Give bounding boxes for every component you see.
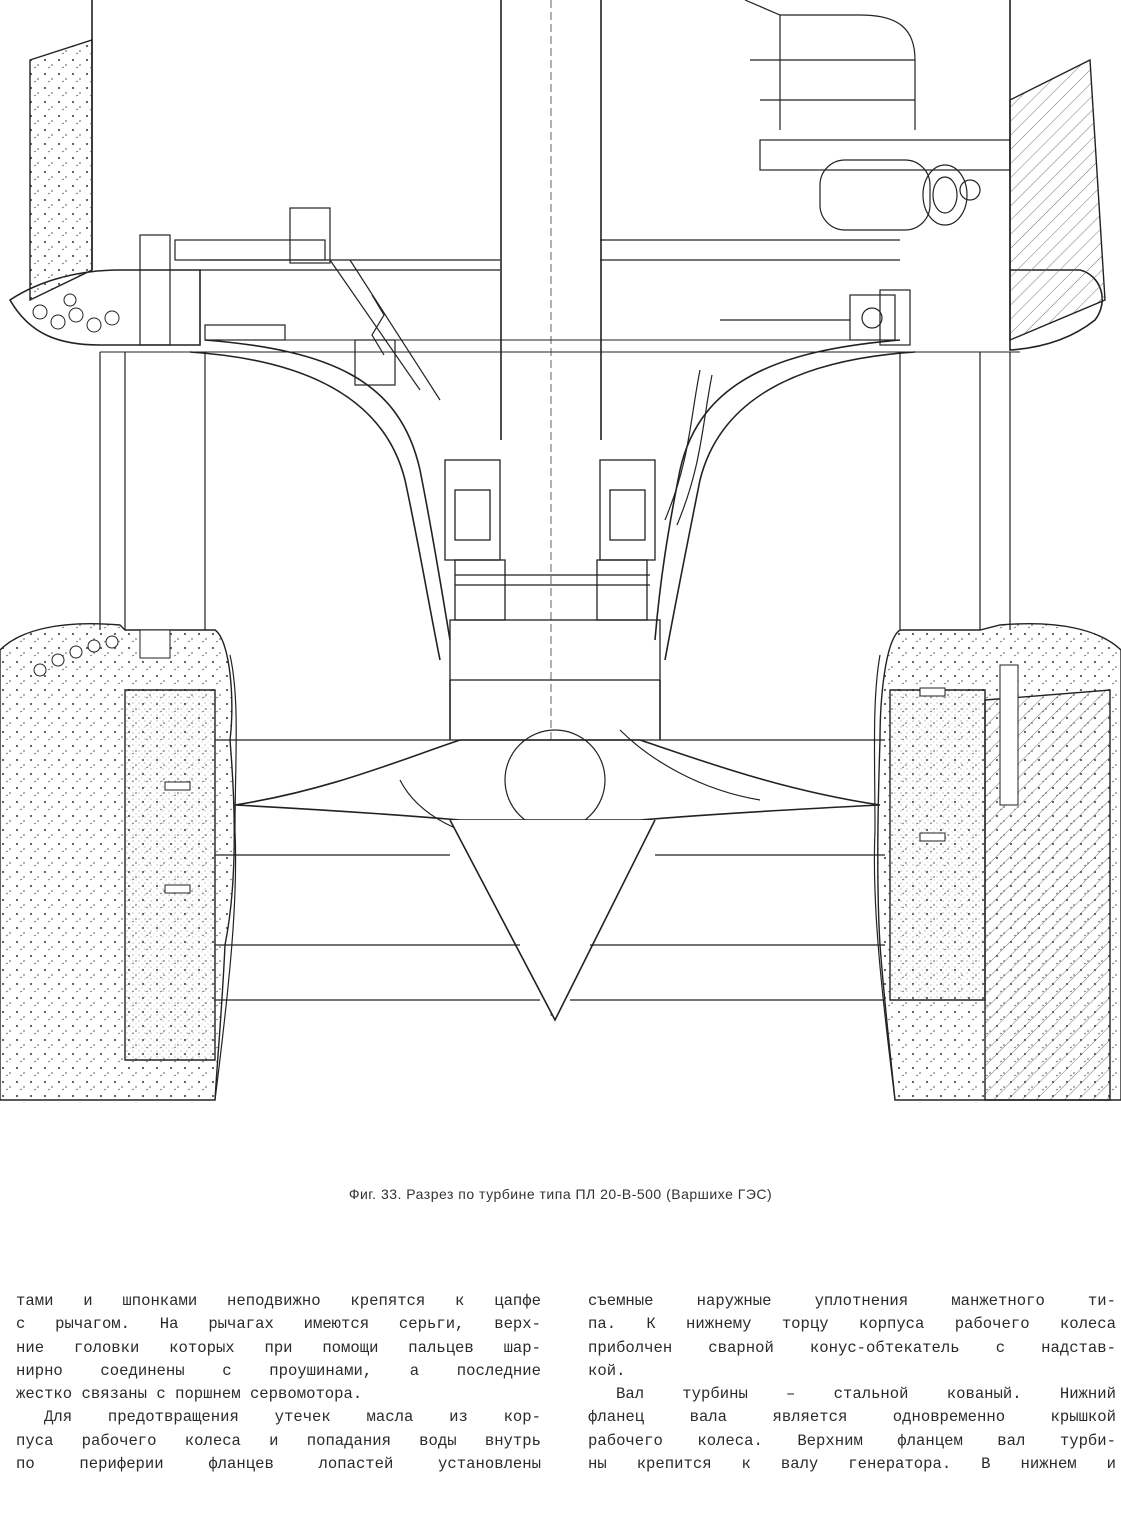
text-line: па. К нижнему торцу корпуса рабочего кол…	[588, 1315, 1116, 1334]
text-line: приболчен сварной конус-обтекатель с над…	[588, 1338, 1116, 1357]
text-line: Вал турбины – стальной кованый. Нижний	[616, 1385, 1116, 1404]
text-column-left: тами и шпонками неподвижно крепятся к ца…	[16, 1290, 541, 1476]
text-line: кой.	[588, 1361, 626, 1380]
stay-columns	[99, 352, 1011, 630]
draft-tube	[214, 654, 896, 1101]
text-line: жестко связаны с поршнем сервомотора.	[16, 1385, 363, 1404]
text-line: съемные наружные уплотнения манжетного т…	[588, 1292, 1116, 1310]
blade-hub	[444, 459, 661, 681]
text-line: ние головки которых при помощи пальцев ш…	[16, 1338, 541, 1357]
text-line: с рычагом. На рычагах имеются серьги, ве…	[16, 1315, 541, 1334]
head-cover	[100, 339, 1020, 661]
turbine-section-drawing	[0, 0, 1121, 1101]
text-line: нирно соединены с проушинами, а последни…	[16, 1361, 541, 1380]
text-line: по периферии фланцев лопастей установлен…	[16, 1455, 541, 1474]
servo-mechanism-left	[139, 207, 500, 401]
text-line: пуса рабочего колеса и попадания воды вн…	[16, 1431, 541, 1450]
turbine-shaft	[500, 0, 602, 1020]
text-line: фланец вала является одновременно крышко…	[588, 1408, 1116, 1427]
fastening-bolts	[33, 629, 1019, 894]
text-line: Для предотвращения утечек масла из кор-	[44, 1408, 541, 1427]
text-column-right: съемные наружные уплотнения манжетного т…	[588, 1290, 1116, 1476]
text-line: тами и шпонками неподвижно крепятся к ца…	[16, 1292, 541, 1310]
text-line: рабочего колеса. Верхним фланцем вал тур…	[588, 1431, 1116, 1450]
text-line: ны крепится к валу генератора. В нижнем …	[588, 1455, 1116, 1474]
servo-mechanism-right	[600, 0, 1011, 526]
figure-caption: Фиг. 33. Разрез по турбине типа ПЛ 20-В-…	[348, 1186, 773, 1202]
runner	[234, 680, 881, 1022]
concrete-foundation	[0, 39, 1121, 1101]
drawing-svg	[0, 0, 1121, 1101]
